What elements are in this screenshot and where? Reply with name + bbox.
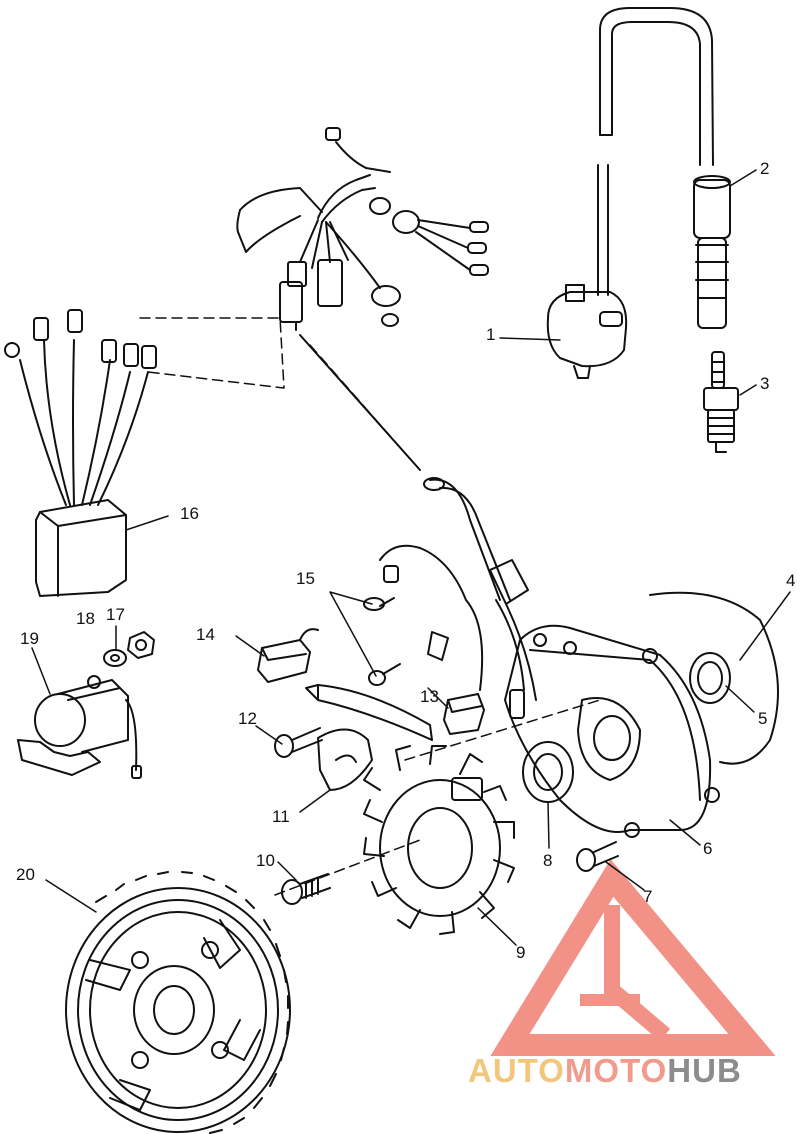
screw [274,727,323,758]
label-14: 14 [196,625,215,644]
label-1: 1 [486,325,496,344]
pulser-coil [257,628,319,683]
leader-lines [31,169,791,946]
label-13: 13 [420,687,439,706]
nut [127,631,155,659]
label-10: 10 [256,851,275,870]
watermark-logo [490,859,776,1056]
bearing-seal [522,741,574,803]
label-3: 3 [760,374,770,393]
watermark-auto: AUTO [468,1052,565,1089]
connection-leader-lines [139,317,601,896]
label-11: 11 [272,807,290,826]
label-20: 20 [16,865,35,884]
label-2: 2 [760,159,770,178]
oil-seal [689,652,731,704]
screw [363,597,401,686]
label-17: 17 [106,605,125,624]
label-15: 15 [296,569,315,588]
watermark-hub: HUB [667,1052,742,1089]
ignition-coil [546,164,628,379]
direction-arrow [305,684,433,741]
stator-plate [504,624,720,838]
label-19: 19 [20,629,39,648]
washer [103,649,127,667]
watermark-text: AUTOMOTOHUB [468,1052,742,1090]
label-18: 18 [76,609,95,628]
spark-plug [703,351,739,453]
screw [576,841,619,872]
label-6: 6 [703,839,713,858]
spark-plug-cap [599,7,731,329]
main-wiring-harness [236,127,489,331]
stator [363,745,515,935]
label-8: 8 [543,851,553,870]
voltage-regulator [17,675,142,779]
stator-lead [299,334,537,719]
o-ring-gasket [649,591,779,765]
label-9: 9 [516,943,526,962]
cable-clamp [317,728,373,791]
label-16: 16 [180,504,199,523]
charge-coil [379,544,485,735]
label-4: 4 [786,571,796,590]
label-5: 5 [758,709,768,728]
screw [281,873,331,905]
flywheel [65,871,291,1134]
cdi-box [4,309,157,597]
label-7: 7 [643,887,653,906]
label-12: 12 [238,709,257,728]
watermark-moto: MOTO [564,1052,668,1089]
